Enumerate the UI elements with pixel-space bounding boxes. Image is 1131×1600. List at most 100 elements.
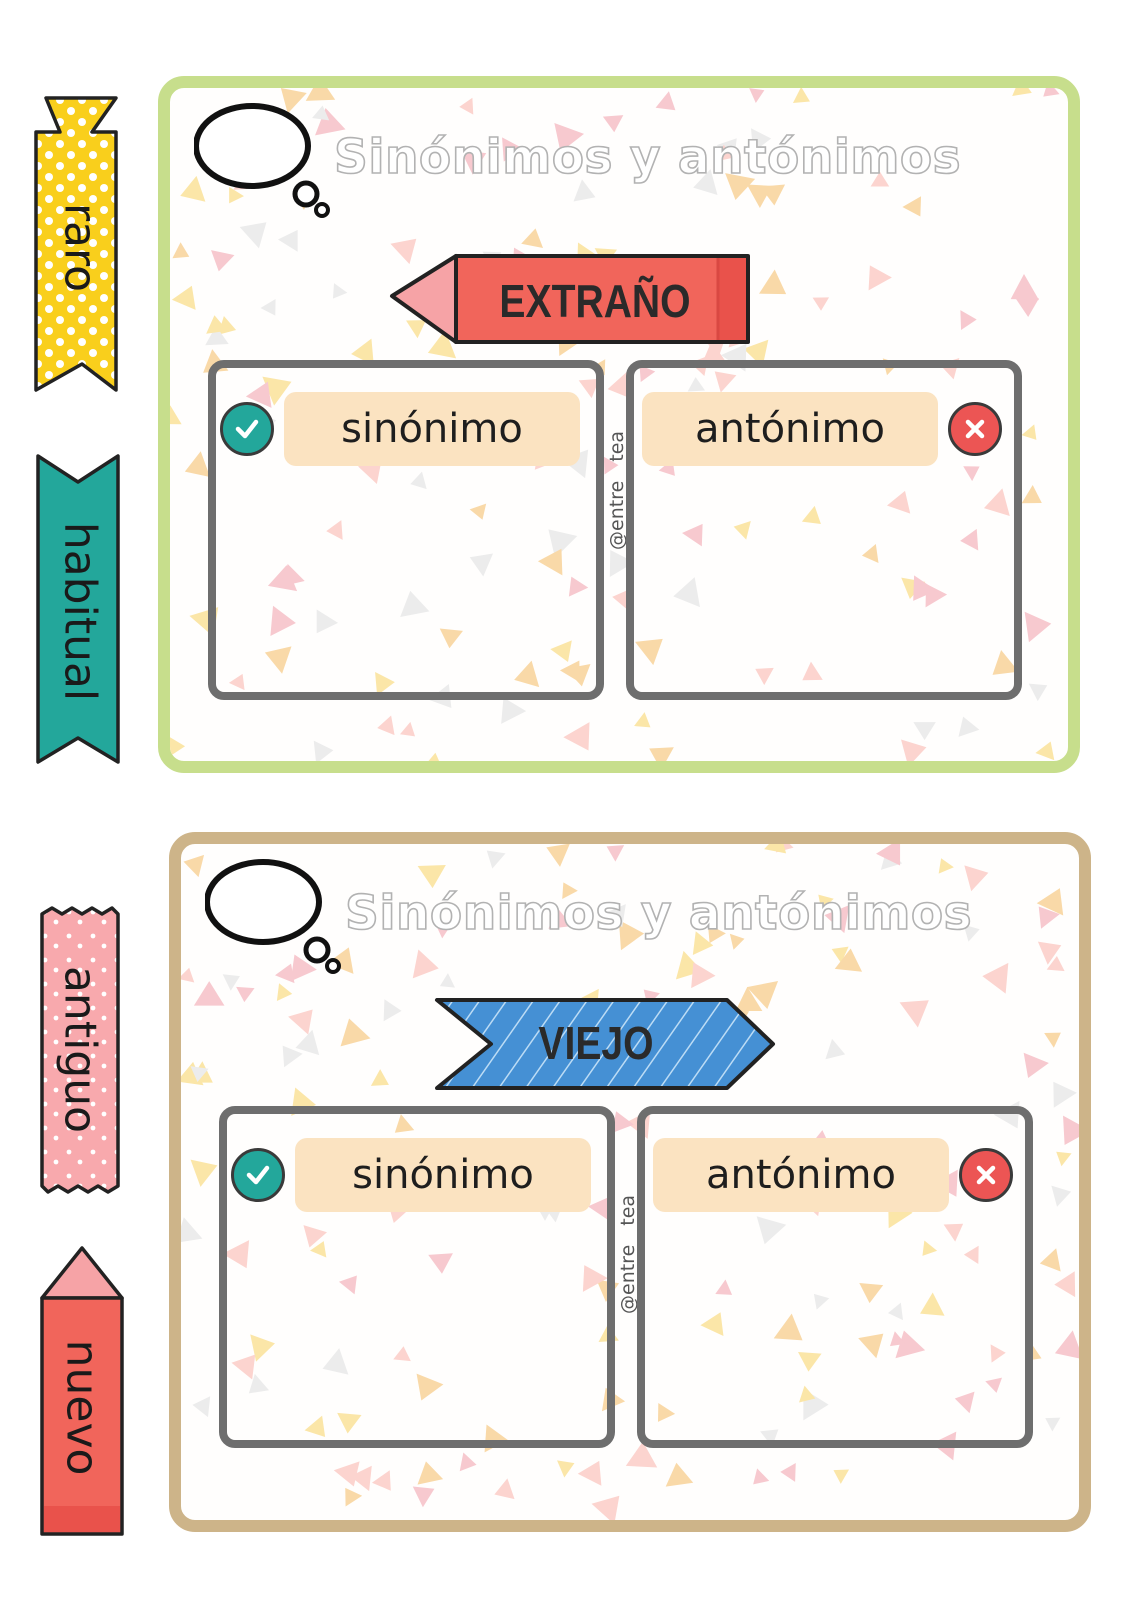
- thought-bubble-icon: [205, 859, 341, 974]
- confetti-triangle: [693, 169, 718, 196]
- tag-antiguo-shape[interactable]: [38, 904, 122, 1196]
- confetti-triangle: [427, 329, 457, 359]
- confetti-triangle: [691, 962, 716, 989]
- confetti-triangle: [755, 667, 774, 686]
- confetti-triangle: [603, 456, 619, 475]
- confetti-triangle: [753, 1468, 770, 1485]
- tag-nuevo-shape[interactable]: [38, 1244, 126, 1540]
- confetti-triangle: [922, 1240, 938, 1256]
- confetti-triangle: [338, 1275, 357, 1295]
- tag-habitual-shape[interactable]: [34, 452, 122, 768]
- confetti-triangle: [370, 1069, 389, 1086]
- confetti-triangle: [606, 845, 625, 862]
- confetti-triangle: [687, 377, 706, 392]
- ribbon-banner: [435, 998, 775, 1090]
- confetti-triangle: [262, 376, 292, 406]
- confetti-triangle: [578, 378, 600, 399]
- confetti-triangle: [625, 1441, 658, 1468]
- confetti-triangle: [639, 365, 656, 383]
- confetti-triangle: [417, 1461, 444, 1485]
- antonym-box[interactable]: [626, 360, 1022, 700]
- confetti-triangle: [701, 341, 728, 366]
- confetti-triangle: [383, 999, 402, 1022]
- confetti-triangle: [211, 250, 235, 272]
- confetti-triangle: [729, 933, 745, 950]
- confetti-triangle: [537, 548, 563, 576]
- confetti-triangle: [486, 850, 506, 869]
- synonym-box[interactable]: [219, 1106, 615, 1448]
- confetti-triangle: [958, 716, 980, 737]
- confetti-triangle: [326, 520, 343, 540]
- watermark: @entre__tea: [606, 430, 628, 550]
- confetti-triangle: [818, 894, 834, 911]
- confetti-triangle: [310, 1241, 327, 1258]
- confetti-triangle: [332, 283, 348, 299]
- confetti-triangle: [322, 1348, 349, 1375]
- confetti-triangle: [756, 1216, 787, 1245]
- confetti-triangle: [1021, 485, 1042, 504]
- confetti-triangle: [858, 1333, 884, 1359]
- confetti-triangle: [377, 715, 395, 736]
- confetti-triangle: [963, 466, 980, 482]
- confetti-triangle: [170, 733, 186, 760]
- confetti-triangle: [222, 974, 240, 991]
- confetti-triangle: [983, 488, 1010, 517]
- tag-antiguo-text: antiguo: [54, 965, 106, 1134]
- synonym-box[interactable]: [208, 360, 604, 700]
- confetti-triangle: [275, 963, 295, 984]
- confetti-triangle: [562, 882, 578, 899]
- confetti-triangle: [1024, 611, 1052, 643]
- confetti-triangle: [964, 865, 989, 892]
- card-title: Sinónimos y antónimos: [344, 885, 973, 942]
- confetti-triangle: [245, 381, 272, 408]
- confetti-triangle: [304, 1415, 326, 1438]
- confetti-triangle: [1010, 273, 1040, 301]
- tag-habitual-text: habitual: [54, 521, 106, 702]
- confetti-triangle: [1037, 941, 1062, 965]
- confetti-triangle: [780, 1462, 796, 1482]
- confetti-triangle: [750, 128, 772, 153]
- confetti-triangle: [801, 505, 821, 524]
- confetti-triangle: [416, 1373, 444, 1401]
- confetti-triangle: [1036, 888, 1064, 916]
- confetti-triangle: [180, 175, 206, 202]
- confetti-triangle: [248, 1373, 270, 1394]
- confetti-triangle: [591, 1495, 620, 1520]
- confetti-triangle: [514, 660, 540, 688]
- confetti-triangle: [559, 660, 580, 683]
- confetti-triangle: [184, 451, 211, 477]
- confetti-triangle: [351, 338, 374, 366]
- confetti-triangle: [305, 88, 336, 101]
- confetti-triangle: [406, 320, 426, 339]
- confetti-triangle: [172, 242, 190, 259]
- confetti-triangle: [1054, 1330, 1079, 1360]
- card-title: Sinónimos y antónimos: [333, 129, 962, 186]
- confetti-triangle: [665, 1462, 694, 1487]
- confetti-triangle: [831, 946, 849, 964]
- confetti-triangle: [707, 924, 726, 944]
- confetti-triangle: [833, 1469, 850, 1484]
- confetti-triangle: [557, 1460, 575, 1478]
- confetti-triangle: [1023, 1052, 1049, 1079]
- cross-icon: [959, 1148, 1013, 1202]
- confetti-triangle: [333, 1461, 360, 1487]
- antonym-box[interactable]: [637, 1106, 1033, 1448]
- confetti-triangle: [746, 981, 779, 1010]
- confetti-triangle: [260, 298, 276, 316]
- tag-raro-shape[interactable]: [32, 94, 124, 396]
- confetti-triangle: [746, 184, 773, 208]
- confetti-triangle: [582, 1265, 608, 1292]
- confetti-triangle: [887, 1302, 903, 1321]
- check-icon: [231, 1148, 285, 1202]
- confetti-triangle: [460, 150, 487, 175]
- confetti-triangle: [715, 1279, 733, 1295]
- thought-bubble-icon: [194, 103, 330, 218]
- confetti-triangle: [876, 844, 901, 866]
- confetti-triangle: [171, 285, 196, 310]
- confetti-triangle: [992, 649, 1019, 675]
- confetti-triangle: [1056, 1151, 1072, 1167]
- confetti-triangle: [1044, 1032, 1061, 1048]
- confetti-triangle: [985, 1377, 1003, 1393]
- confetti-triangle: [190, 1159, 218, 1187]
- confetti-triangle: [501, 697, 527, 724]
